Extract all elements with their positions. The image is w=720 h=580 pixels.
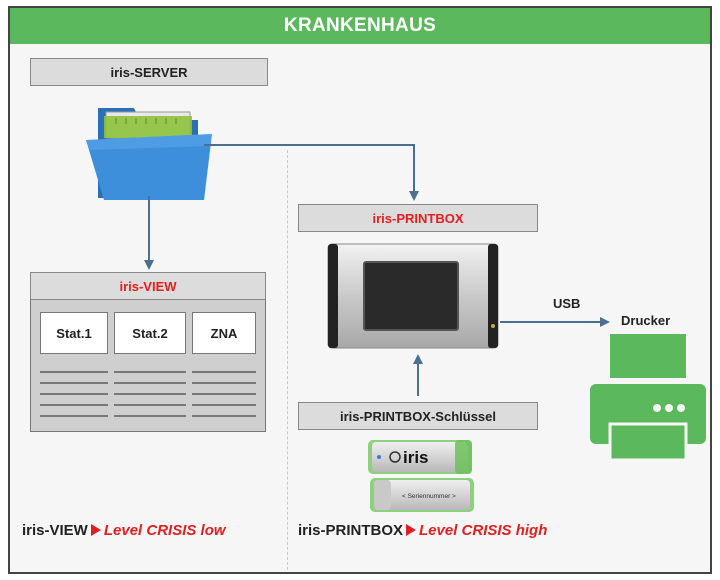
footer-view-name: iris-VIEW <box>22 522 88 539</box>
printer-label: Drucker <box>621 313 671 328</box>
arrow-server-to-printbox <box>204 144 419 201</box>
divider <box>287 150 288 570</box>
triangle-icon <box>90 524 101 536</box>
view-list-lines <box>40 371 256 417</box>
printer-icon <box>590 334 706 462</box>
header-title: KRANKENHAUS <box>10 8 710 44</box>
triangle-icon <box>406 524 417 536</box>
footer-printbox-name: iris-PRINTBOX <box>298 522 404 539</box>
usb-brand-text: iris <box>403 448 429 467</box>
footer-printbox-line: iris-PRINTBOX Level CRISIS high <box>298 522 547 539</box>
folder-icon <box>86 108 212 200</box>
header-wrap: KRANKENHAUS <box>10 8 710 44</box>
footer-view-line: iris-VIEW Level CRISIS low <box>22 522 226 539</box>
view-title: iris-VIEW <box>30 272 266 300</box>
usb-label: USB <box>553 296 581 311</box>
station-stat1: Stat.1 <box>40 312 108 354</box>
usb-serial-text: < Seriennummer > <box>402 493 456 500</box>
station-stat2: Stat.2 <box>114 312 186 354</box>
footer-view-level: Level CRISIS low <box>103 522 226 539</box>
usb-key-serial-icon: < Seriennummer > <box>370 478 474 512</box>
server-box: iris-SERVER <box>30 58 268 86</box>
footer-printbox-level: Level CRISIS high <box>419 522 548 539</box>
printbox-device <box>327 243 499 349</box>
key-label: iris-PRINTBOX-Schlüssel <box>298 402 538 430</box>
printbox-title: iris-PRINTBOX <box>298 204 538 232</box>
station-zna: ZNA <box>192 312 256 354</box>
usb-key-icon: iris <box>368 440 472 474</box>
